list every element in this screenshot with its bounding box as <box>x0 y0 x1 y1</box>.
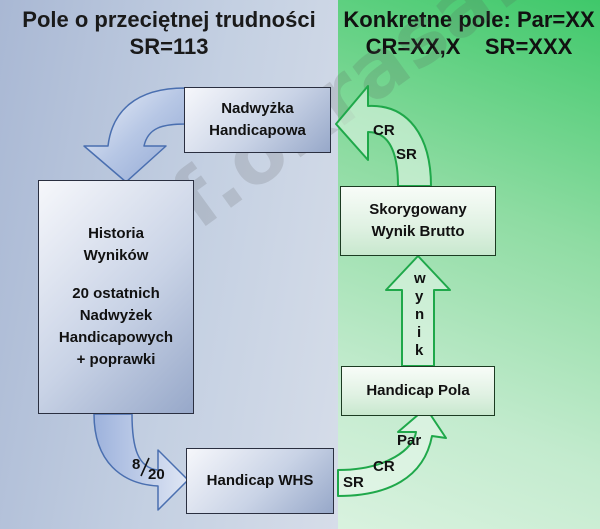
nadwyzka-line1: Nadwyżka <box>221 100 294 117</box>
arrow-historia-to-whs <box>93 413 189 511</box>
specific-course-title: Konkretne pole: Par=XX <box>343 7 595 32</box>
arrow-skorygowany-to-nadwyzka <box>335 85 432 187</box>
arrow-pola-to-skorygowany <box>385 255 451 367</box>
historia-line4: Nadwyżek <box>79 307 153 324</box>
handicap-whs-label: Handicap WHS <box>206 472 314 489</box>
box-historia-wynikow: Historia Wyników 20 ostatnich Nadwyżek H… <box>38 180 194 414</box>
skorygowany-line2: Wynik Brutto <box>371 223 465 240</box>
average-course-sr: SR=113 <box>129 34 209 59</box>
bottom-sr-label: SR <box>343 474 364 491</box>
nadwyzka-line2: Handicapowa <box>209 122 306 139</box>
bottom-cr-label: CR <box>373 458 395 475</box>
specific-course-ratings: CR=XX,X SR=XXX <box>365 34 573 59</box>
specific-course-panel <box>338 0 600 529</box>
ratio-numerator: 8 <box>132 456 141 473</box>
top-sr-label: SR <box>396 146 417 163</box>
historia-line3: 20 ostatnich <box>72 285 160 302</box>
historia-line5: Handicapowych <box>58 329 174 346</box>
box-handicap-whs: Handicap WHS <box>186 448 334 514</box>
average-course-title: Pole o przeciętnej trudności <box>22 7 316 32</box>
historia-line2: Wyników <box>83 247 149 264</box>
box-nadwyzka-handicapowa: Nadwyżka Handicapowa <box>184 87 331 153</box>
wynik-letter-k: k <box>415 342 424 359</box>
specific-course-heading: Konkretne pole: Par=XX CR=XX,X SR=XXX <box>338 6 600 60</box>
bottom-par-label: Par <box>397 432 422 449</box>
box-skorygowany-wynik-brutto: Skorygowany Wynik Brutto <box>340 186 496 256</box>
skorygowany-line1: Skorygowany <box>369 201 467 218</box>
wynik-letter-w: w <box>414 270 426 287</box>
arrow-nadwyzka-to-historia <box>83 87 186 183</box>
wynik-letter-n: n <box>415 306 425 323</box>
arrow-whs-to-pola <box>337 407 447 497</box>
wynik-letter-i: i <box>417 324 422 341</box>
ratio-slash <box>140 457 150 477</box>
wynik-letter-y: y <box>415 288 424 305</box>
handicap-pola-label: Handicap Pola <box>366 382 470 399</box>
historia-line6: + poprawki <box>76 351 156 368</box>
ratio-denominator: 20 <box>148 466 165 483</box>
box-handicap-pola: Handicap Pola <box>341 366 495 416</box>
average-course-heading: Pole o przeciętnej trudności SR=113 <box>0 6 338 60</box>
top-cr-label: CR <box>373 122 395 139</box>
historia-line1: Historia <box>88 225 144 242</box>
